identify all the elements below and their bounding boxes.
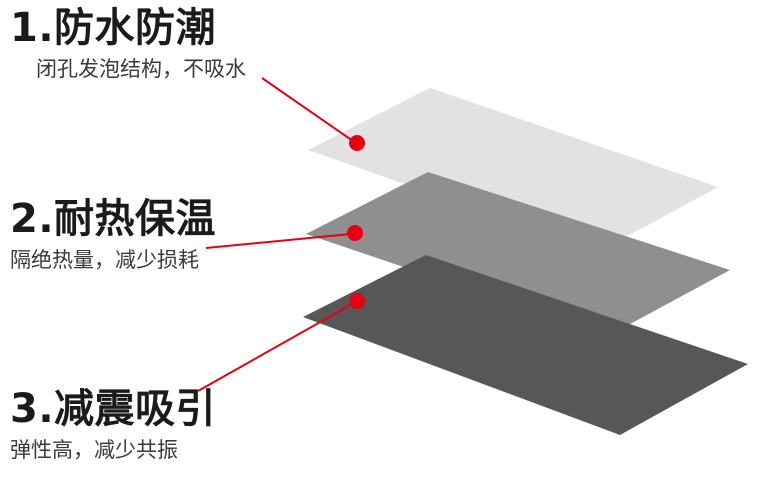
bottom-sheet-layer <box>303 255 748 435</box>
feature-waterproof: 1.防水防潮 闭孔发泡结构，不吸水 <box>10 5 246 82</box>
connector-line-3 <box>197 302 355 392</box>
feature-waterproof-title: 1.防水防潮 <box>10 5 217 51</box>
feature-heat-insulation-title: 2.耐热保温 <box>10 196 217 242</box>
connector-line-2 <box>205 233 352 249</box>
middle-sheet-layer <box>306 172 730 336</box>
connector-dot-1 <box>349 135 365 151</box>
feature-heat-insulation-subtitle: 隔绝热量，减少损耗 <box>10 248 199 272</box>
feature-shock-absorption-title: 3.减震吸引 <box>10 386 217 432</box>
connector-dot-3 <box>349 293 365 309</box>
feature-shock-absorption-subtitle: 弹性高，减少共振 <box>10 438 178 462</box>
feature-heat-insulation: 2.耐热保温 隔绝热量，减少损耗 <box>10 196 216 273</box>
connector-dot-2 <box>347 225 363 241</box>
connector-line-1 <box>261 77 354 142</box>
top-sheet-layer <box>308 88 718 252</box>
feature-waterproof-subtitle: 闭孔发泡结构，不吸水 <box>36 57 246 81</box>
feature-shock-absorption: 3.减震吸引 弹性高，减少共振 <box>10 386 216 463</box>
